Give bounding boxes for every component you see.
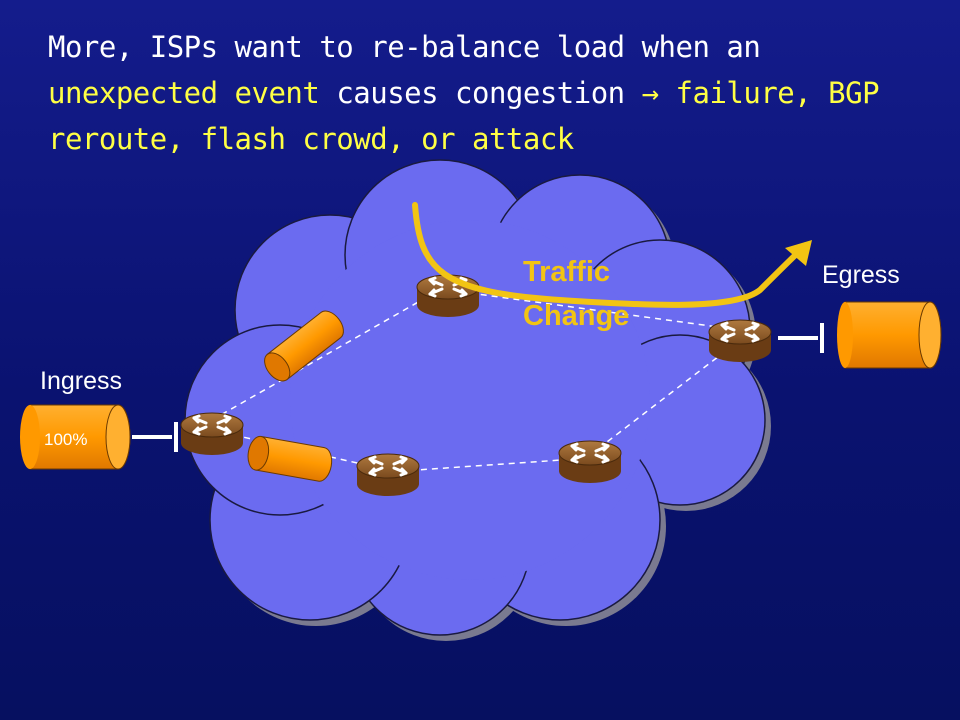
slide-title: More, ISPs want to re-balance load when …: [48, 24, 928, 162]
ingress-arrow-icon: [132, 422, 178, 452]
router-bottom-right: [557, 439, 623, 485]
traffic-change-label-line2: Change: [523, 300, 629, 332]
right-arrow-icon: →: [641, 76, 659, 110]
router-bottom-left: [355, 452, 421, 498]
title-highlight-1: unexpected event: [48, 76, 320, 110]
egress-arrow-icon: [778, 323, 824, 353]
traffic-change-label-line1: Traffic: [523, 256, 610, 288]
traffic-arrowhead-icon: [785, 240, 812, 266]
ingress-cylinder: [20, 404, 131, 470]
traffic-change-curve: [412, 202, 809, 308]
router-top: [415, 273, 481, 319]
router-egress: [707, 318, 773, 364]
egress-cylinder: [837, 301, 942, 369]
ingress-label: Ingress: [40, 367, 122, 395]
network-cloud: [184, 159, 771, 641]
link-cylinder-lower: [247, 435, 333, 482]
egress-label: Egress: [822, 261, 900, 289]
title-text-1: More, ISPs want to re-balance load when …: [48, 30, 761, 64]
ingress-value: 100%: [44, 430, 87, 449]
link-cylinder-upper: [264, 310, 344, 382]
title-highlight-2: failure, BGP reroute, flash crowd, or at…: [48, 76, 880, 156]
router-ingress: [179, 411, 245, 457]
title-text-2: causes congestion: [319, 76, 642, 110]
